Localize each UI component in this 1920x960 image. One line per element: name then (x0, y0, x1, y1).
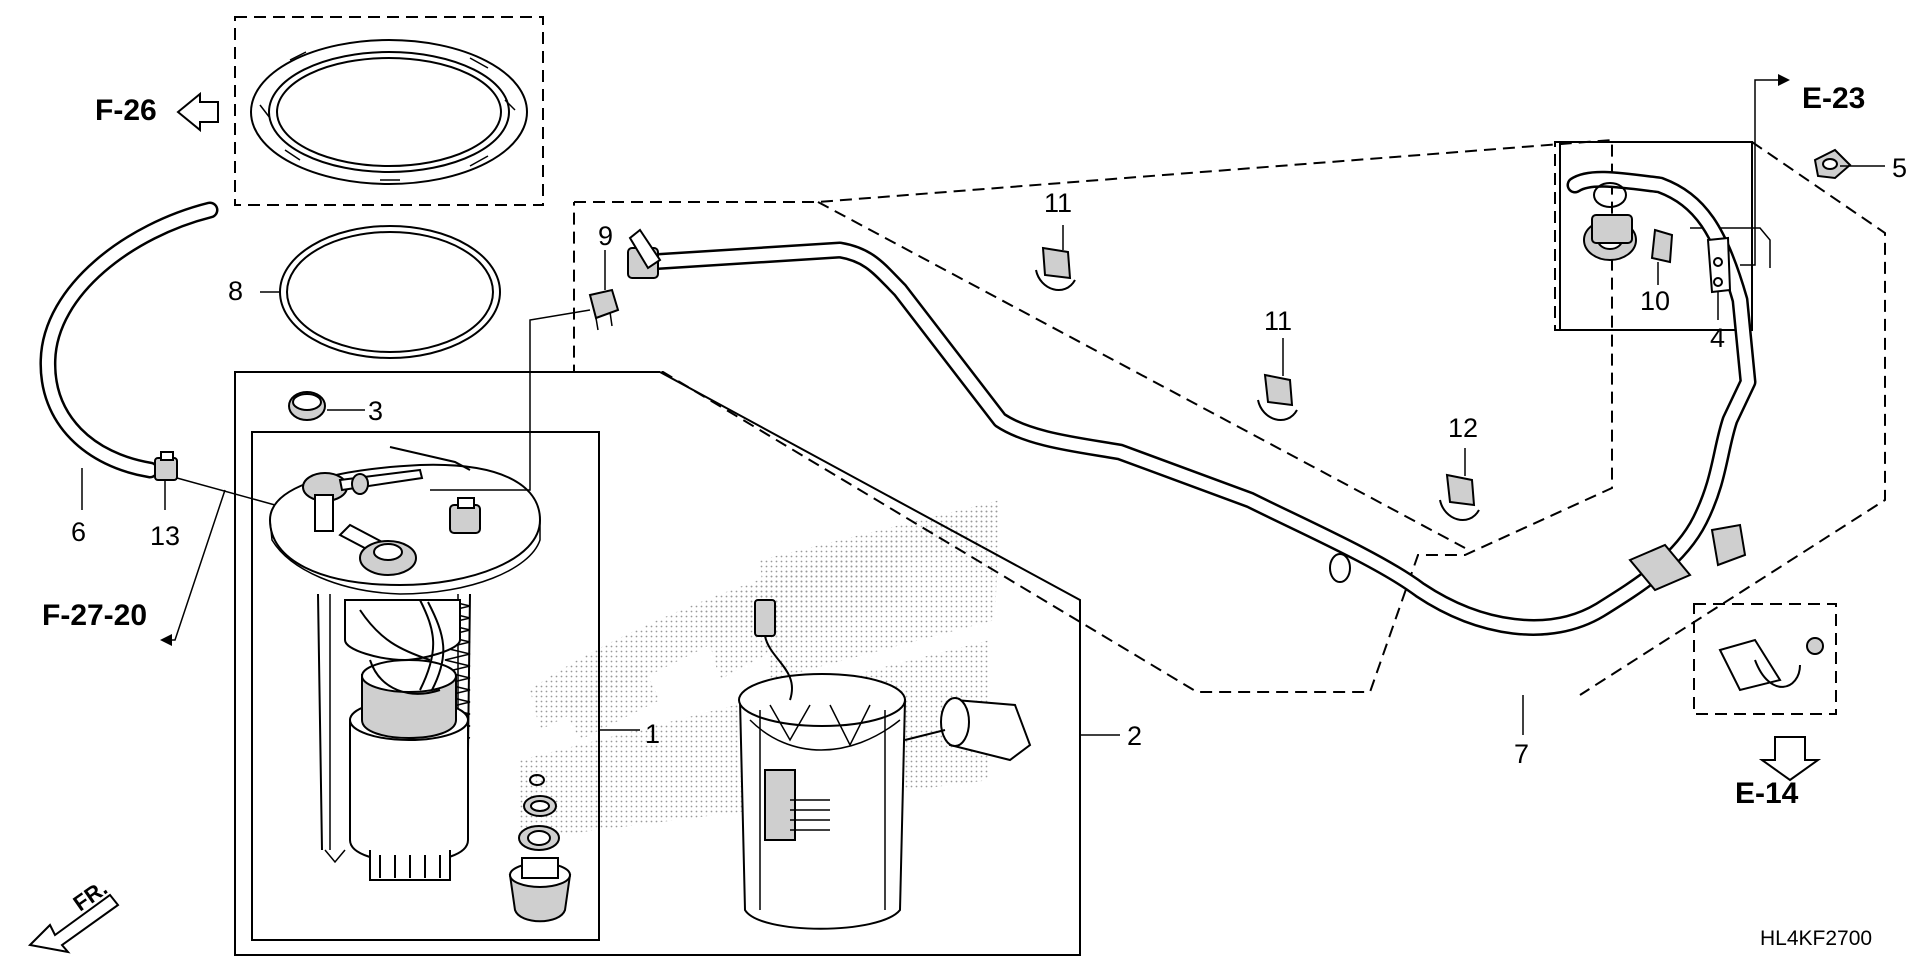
f26-arrow (176, 91, 219, 133)
callout-13: 13 (150, 521, 180, 551)
diagram-code: HL4KF2700 (1760, 927, 1872, 950)
cap-3 (288, 391, 326, 421)
ref-e14[interactable]: E-14 (1735, 777, 1799, 810)
fuel-pump-assembly (268, 446, 542, 881)
callout-9: 9 (598, 221, 613, 251)
retainer-clips (588, 148, 1852, 692)
callout-1: 1 (645, 719, 660, 749)
ref-e23[interactable]: E-23 (1802, 82, 1865, 115)
callout-6: 6 (71, 517, 86, 547)
front-arrow (27, 893, 120, 954)
fuel-reservoir (738, 599, 1032, 930)
callout-2: 2 (1127, 721, 1142, 751)
callout-12: 12 (1448, 413, 1478, 443)
callout-7: 7 (1514, 739, 1529, 769)
seal-set (508, 774, 572, 923)
callout-5: 5 (1892, 153, 1907, 183)
callout-10: 10 (1640, 286, 1670, 316)
callout-11-top: 11 (1044, 188, 1072, 218)
ref-f26[interactable]: F-26 (95, 94, 157, 127)
assembly-frames (234, 141, 1771, 956)
gasket-ring (279, 225, 501, 359)
arrowheads (160, 74, 1790, 646)
callout-11-mid: 11 (1264, 306, 1292, 336)
callout-3: 3 (368, 396, 383, 426)
breather-tube (39, 201, 219, 479)
e14-arrow (1758, 736, 1822, 782)
callout-8: 8 (228, 276, 243, 306)
leader-lines (81, 79, 1885, 736)
ref-f27-20[interactable]: F-27-20 (42, 599, 147, 632)
tube-clip (154, 451, 178, 481)
dashed-frames (234, 16, 1886, 715)
lock-ring (250, 39, 528, 185)
fuel-feed-hose (627, 170, 1757, 636)
callout-4: 4 (1710, 323, 1725, 353)
